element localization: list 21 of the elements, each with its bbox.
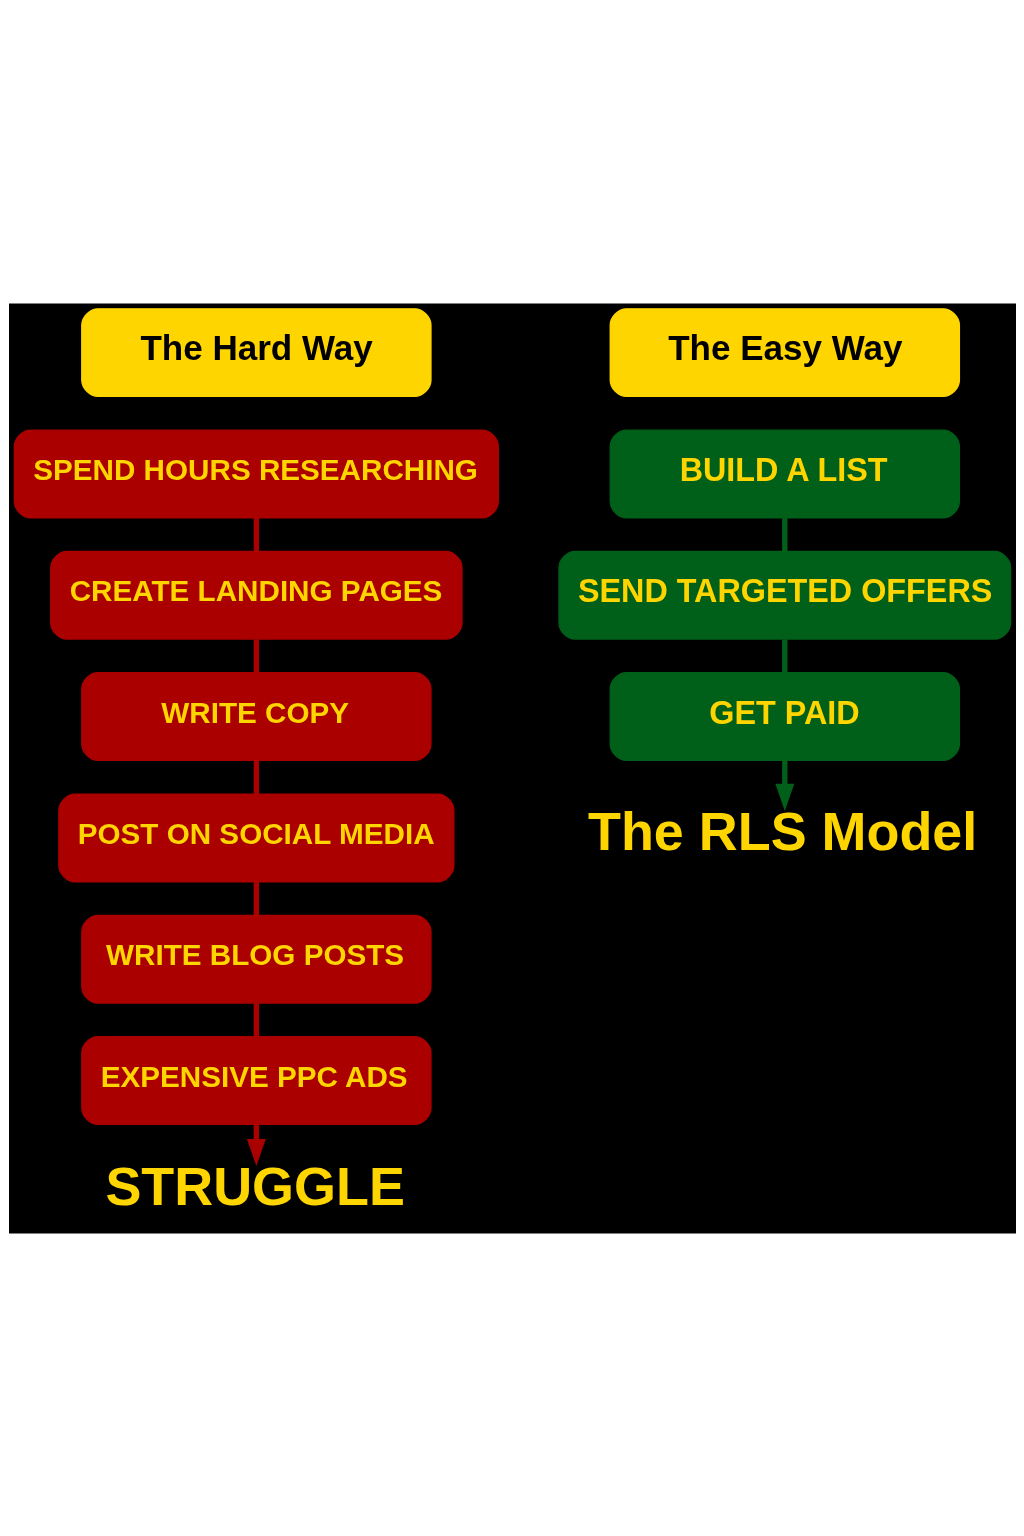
node-box: WRITE BLOG POSTS — [80, 914, 432, 1004]
node-box: SPEND HOURS RESEARCHING — [13, 428, 499, 518]
node-box: SEND TARGETED OFFERS — [557, 550, 1011, 640]
node-text: The RLS Model — [587, 800, 977, 861]
connector — [781, 517, 787, 551]
connector — [781, 638, 787, 672]
node-box: GET PAID — [609, 671, 960, 761]
node-box: BUILD A LIST — [609, 428, 960, 518]
node-box: CREATE LANDING PAGES — [49, 550, 463, 640]
node-box: The Hard Way — [80, 307, 432, 397]
connector — [253, 881, 259, 915]
connector — [253, 1002, 259, 1036]
node-box: The Easy Way — [609, 307, 960, 397]
node-box: POST ON SOCIAL MEDIA — [57, 792, 455, 882]
node-box: EXPENSIVE PPC ADS — [80, 1035, 432, 1125]
node-text: STRUGGLE — [104, 1155, 405, 1216]
node-box: WRITE COPY — [80, 671, 432, 761]
arrow — [774, 760, 794, 811]
connector — [253, 638, 259, 672]
connector — [253, 760, 259, 794]
connector — [253, 517, 259, 551]
